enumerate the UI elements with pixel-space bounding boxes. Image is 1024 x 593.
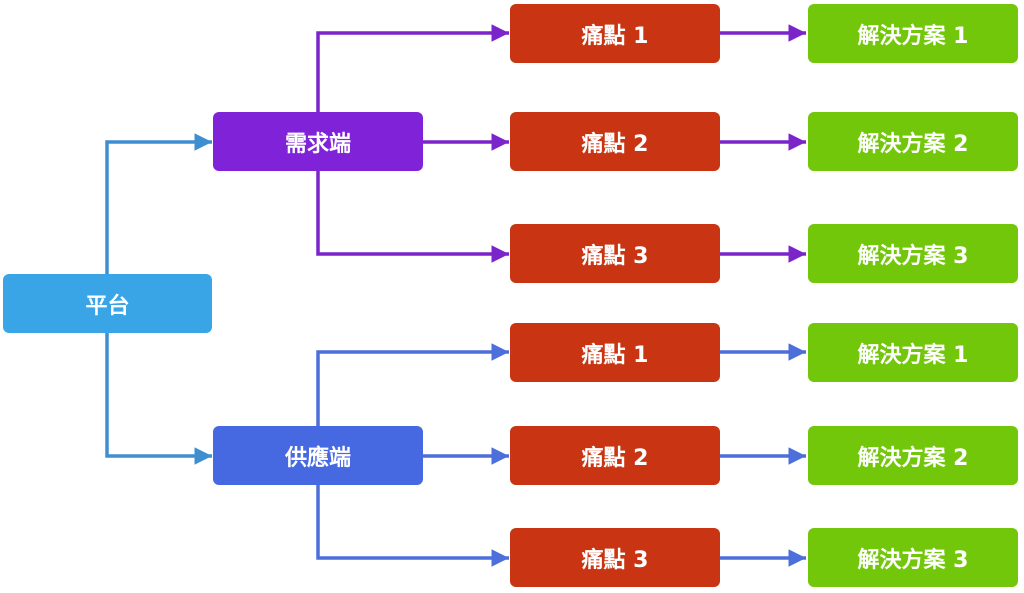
- supply-solution-1: 解決方案 1: [808, 323, 1018, 382]
- edge-supply-pain-1: [316, 343, 509, 426]
- demand-pain-point-2: 痛點 2: [510, 112, 720, 171]
- edge-demand-pain-1: [316, 24, 509, 112]
- edge-supply-pain-3: [316, 485, 509, 567]
- supply-solution-3: 解決方案 3: [808, 528, 1018, 587]
- branch-node-supply: 供應端: [213, 426, 423, 485]
- supply-solution-2: 解決方案 2: [808, 426, 1018, 485]
- edge-root-supply: [105, 333, 212, 465]
- demand-pain-point-1: 痛點 1: [510, 4, 720, 63]
- edge-root-demand: [105, 133, 212, 274]
- edge-demand-pain-3: [316, 171, 509, 263]
- demand-solution-3: 解決方案 3: [808, 224, 1018, 283]
- branch-node-demand: 需求端: [213, 112, 423, 171]
- demand-solution-1: 解決方案 1: [808, 4, 1018, 63]
- supply-pain-point-2: 痛點 2: [510, 426, 720, 485]
- demand-solution-2: 解決方案 2: [808, 112, 1018, 171]
- supply-pain-point-3: 痛點 3: [510, 528, 720, 587]
- supply-pain-point-1: 痛點 1: [510, 323, 720, 382]
- demand-pain-point-3: 痛點 3: [510, 224, 720, 283]
- root-node-platform: 平台: [3, 274, 212, 333]
